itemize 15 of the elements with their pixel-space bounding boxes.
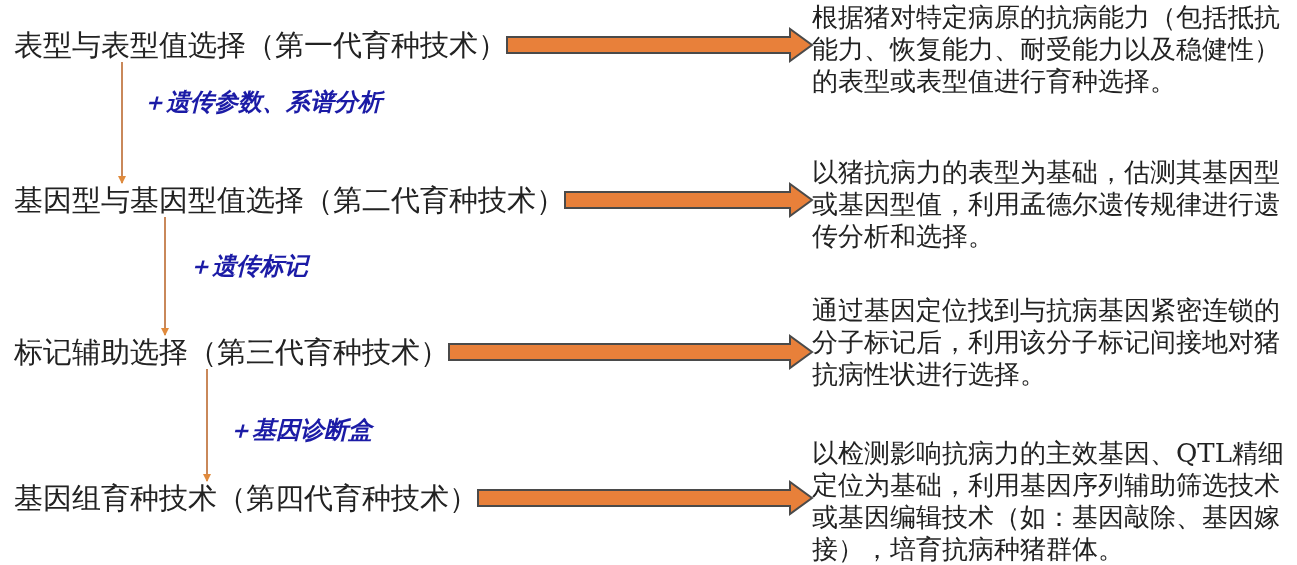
description-text: 根据猪对特定病原的抗病能力（包括抵抗能力、恢复能力、耐受能力以及稳健性）的表型或表型值进行育种选择。 <box>812 1 1296 97</box>
description-text: 通过基因定位找到与抗病基因紧密连锁的分子标记后，利用该分子标记间接地对猪抗病性状进行选择。 <box>812 294 1296 390</box>
block-arrow <box>477 480 814 516</box>
description-text: 以检测影响抗病力的主效基因、QTL精细定位为基础，利用基因序列辅助筛选技术或基因编辑技术（如：基因敲除、基因嫁接），培育抗病种猪群体。 <box>812 437 1296 565</box>
arrow <box>118 61 126 184</box>
stage-title: 表型与表型值选择（第一代育种技术） <box>14 28 507 62</box>
stage-title: 标记辅助选择（第三代育种技术） <box>14 335 449 369</box>
block-arrow <box>448 334 814 370</box>
block-arrow <box>564 182 814 218</box>
arrow <box>203 368 211 482</box>
block-arrow <box>506 27 814 63</box>
description-text: 以猪抗病力的表型为基础，估测其基因型或基因型值，利用孟德尔遗传规律进行遗传分析和选择。 <box>812 156 1296 252</box>
arrow <box>161 216 169 336</box>
stage-title: 基因型与基因型值选择（第二代育种技术） <box>14 183 565 217</box>
stage-title: 基因组育种技术（第四代育种技术） <box>14 481 478 515</box>
